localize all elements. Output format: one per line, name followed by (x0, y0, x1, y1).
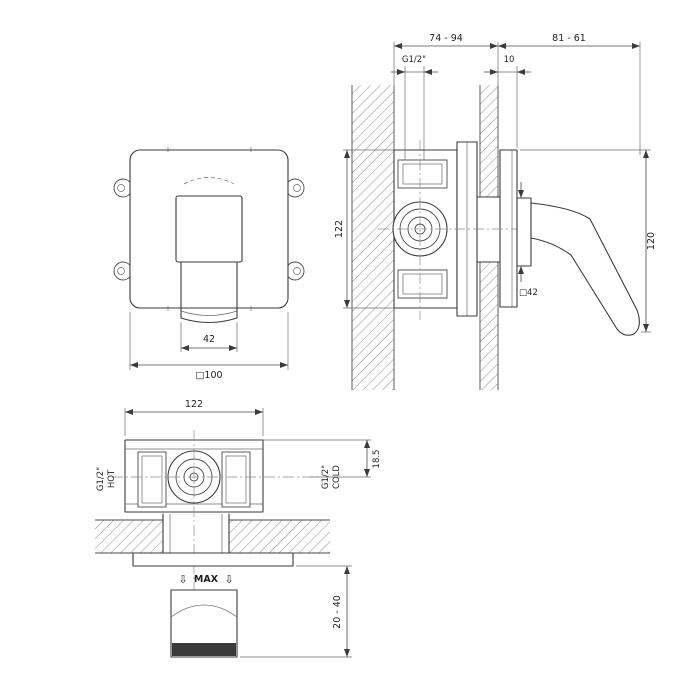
dim-2040-label: 20 - 40 (332, 595, 343, 629)
handle-base-side (516, 197, 532, 267)
hot-thread-label: G1/2" (96, 467, 106, 491)
dimension-body-height: 122 (334, 149, 394, 309)
dimension-handle-square: □42 (518, 182, 538, 298)
dimension-handle-width: 42 (180, 322, 238, 352)
dim-185-label: 18.5 (372, 450, 382, 469)
wall-section-finished (479, 85, 499, 390)
dimension-depth-adjust: 20 - 40 (240, 565, 352, 658)
dim-122-plan-label: 122 (185, 399, 203, 410)
dim-10-label: 10 (504, 55, 515, 65)
dim-120-label: 120 (646, 232, 657, 250)
wall-hatch-left (352, 85, 394, 390)
ear-bottom-right (285, 261, 305, 281)
dim-122-side-label: 122 (334, 220, 345, 238)
max-label: MAX (194, 574, 219, 585)
wall-hatch-plan-left (95, 520, 163, 553)
ear-top-right (285, 178, 305, 198)
port-top (397, 159, 448, 189)
escutcheon-side (499, 149, 518, 308)
dimension-plate-size: □100 (129, 312, 289, 381)
thread-top-label: G1/2" (402, 55, 426, 65)
port-hot (137, 451, 167, 508)
hot-label-group: G1/2" HOT (96, 467, 117, 491)
handle-plan (170, 589, 238, 658)
wall-hatch-plan-right (229, 520, 330, 553)
dimension-offset: 18.5 (263, 439, 382, 478)
hot-label: HOT (107, 469, 117, 488)
dim-depth-label: 74 - 94 (429, 33, 463, 44)
dimension-escutcheon-thickness: 10 (484, 55, 531, 148)
wall-hatch-right-upper (480, 85, 498, 197)
dimension-plate-height: 120 (520, 149, 657, 333)
dimension-body-width: 122 (124, 399, 264, 436)
front-view: 42 □100 (113, 147, 305, 381)
port-cold (221, 451, 251, 508)
dimension-thread: G1/2" (391, 55, 438, 160)
ear-bottom-left (113, 261, 133, 281)
escutcheon-plan (132, 552, 294, 567)
side-view: 74 - 94 81 - 61 G1/2" 10 122 (334, 33, 657, 390)
wall-hatch-right-lower (480, 262, 498, 390)
lever-side (530, 202, 640, 336)
ear-holes (117, 184, 301, 275)
plate-edge-ticks (167, 147, 252, 311)
lever-grip-plan (172, 643, 236, 656)
ear-top-left (113, 178, 133, 198)
port-bottom (397, 269, 448, 299)
max-arrow-right-icon: ⇩ (224, 573, 233, 586)
dim-plate-label: □100 (195, 370, 222, 381)
plan-view: 122 G1/2" HOT G1/2" COLD (95, 399, 382, 658)
valve-stem (476, 196, 501, 263)
dimension-projection-range: 81 - 61 (498, 33, 641, 155)
lever-arc-plan (170, 604, 238, 618)
lever-front (180, 261, 238, 324)
dimension-depth-range: 74 - 94 (393, 33, 499, 88)
max-arrow-left-icon: ⇩ (178, 573, 187, 586)
dim-42-label: 42 (203, 334, 215, 345)
dim-projection-label: 81 - 61 (552, 33, 586, 44)
wall-section-back (351, 85, 395, 390)
max-label-group: ⇩ MAX ⇩ (178, 573, 233, 586)
handle-front (175, 195, 243, 263)
dim-42sq-label: □42 (519, 288, 538, 298)
wall-section-plan (95, 513, 330, 558)
